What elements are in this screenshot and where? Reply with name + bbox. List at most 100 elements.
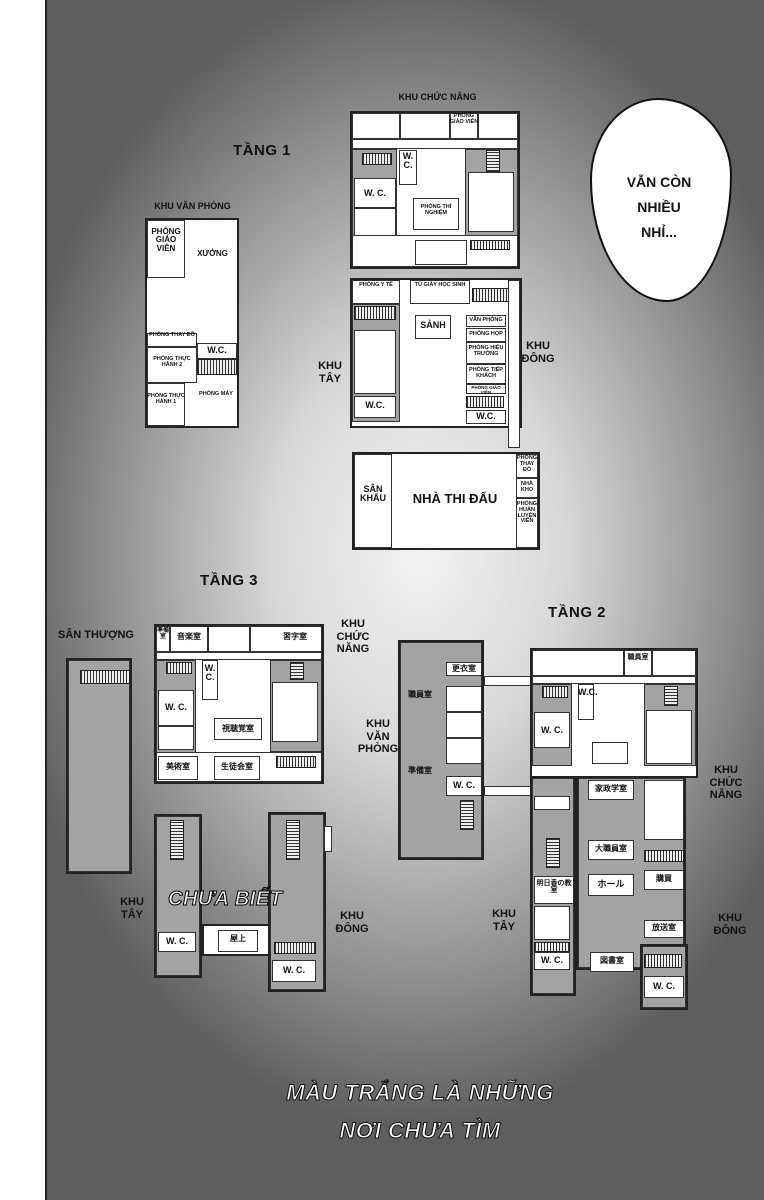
floor3-unknown-label: CHƯA BIẾT xyxy=(167,888,283,911)
floor3-room-n3 xyxy=(272,682,318,742)
floor1-room-thuc-hanh-1 xyxy=(147,383,185,426)
floor3-zone-roof: SÂN THƯỢNG xyxy=(58,629,134,641)
floor1-room-n5 xyxy=(468,172,514,232)
floor1-room-van-phong xyxy=(466,315,506,327)
floor3-room-n2 xyxy=(158,726,194,750)
floor2-room-n4 xyxy=(646,710,692,764)
floor2-room-o2 xyxy=(446,712,482,738)
floor3-east-annex xyxy=(324,826,332,852)
floor3-corridor-north xyxy=(156,652,322,660)
floor1-label-thay-do-office: PHÒNG THAY ĐỒ xyxy=(149,332,195,338)
floor3-label-junbi: 準備室 xyxy=(156,628,169,641)
page-gutter xyxy=(0,0,47,1200)
floor1-label-y-te: PHÒNG Y TẾ xyxy=(359,282,393,288)
floor3-stairs-west xyxy=(170,820,184,860)
floor3-stairs-east xyxy=(286,820,300,860)
floor3-stairs-roof xyxy=(80,670,130,684)
floor2-zone-office: KHU VĂN PHÒNG xyxy=(357,718,399,756)
floor1-label-phong-may: PHÒNG MÁY xyxy=(199,391,233,397)
floor1-label-nha-thi-dau: NHÀ THI ĐẤU xyxy=(412,491,498,506)
floor2-zone-west: KHU TÂY xyxy=(492,908,516,933)
speech-line-1: VẪN CÒN xyxy=(626,174,692,190)
floor3-room-bijutsu xyxy=(158,756,198,780)
floor2-room-o3 xyxy=(446,738,482,764)
floor1-stairs-m1 xyxy=(472,288,510,302)
floor1-connector-east xyxy=(508,280,520,448)
floor1-label-wc-west: W.C. xyxy=(365,400,385,410)
floor2-room-n1 xyxy=(532,650,624,676)
floor1-label-wc-inner: W. C. xyxy=(402,151,414,171)
floor1-label-thay-do-gym: PHÒNG THAY ĐỒ xyxy=(516,455,538,473)
floor3-title: TẦNG 3 xyxy=(200,572,259,589)
floor2-label-wc-west: W. C. xyxy=(541,955,563,965)
floor2-title: TẦNG 2 xyxy=(548,604,607,621)
floor2-stairs-office xyxy=(460,800,474,830)
floor3-label-wc-west: W. C. xyxy=(166,936,188,946)
floor1-label-hieu-truong: PHÒNG HIỆU TRƯỞNG xyxy=(468,345,504,357)
floor1-room-huan-luyen xyxy=(516,498,538,548)
floor1-label-san-khau: SÂN KHẤU xyxy=(360,484,386,504)
floor2-room-wc-east xyxy=(644,976,684,998)
floor2-room-o1 xyxy=(446,686,482,712)
floor2-label-wc-office: W. C. xyxy=(453,780,475,790)
floor1-stairs-n1 xyxy=(362,153,392,165)
floor1-label-xuong: XƯỞNG xyxy=(197,249,228,258)
floor1-label-phong-giao-vien: PHÒNG GIÁO VIÊN xyxy=(151,227,181,253)
floor3-room-shichokaku xyxy=(214,718,262,740)
floor1-room-nha-kho xyxy=(516,478,538,498)
floor1-label-sanh: SẢNH xyxy=(420,320,446,330)
floor2-label-kobai: 購買 xyxy=(656,874,672,883)
floor3-room-seito xyxy=(214,756,260,780)
floor1-room-wc-inner xyxy=(399,150,417,185)
floor1-room-n2 xyxy=(400,113,450,139)
floor1-label-wc-office: W.C. xyxy=(207,345,227,355)
floor3-room-wc-inner xyxy=(202,660,218,700)
floor2-label-wc-east: W. C. xyxy=(653,981,675,991)
floor2-stairs-east xyxy=(644,954,682,968)
floor3-label-ongaku: 音楽室 xyxy=(177,632,201,641)
floor2-label-kasei: 家政学室 xyxy=(595,784,627,793)
floor2-bridge-1 xyxy=(484,676,534,686)
floor2-room-wc-office xyxy=(446,776,482,796)
floor1-stairs-east xyxy=(466,396,504,408)
floor3-room-okujo xyxy=(218,930,258,952)
floor2-label-shokuin: 職員室 xyxy=(408,690,432,699)
floor3-label-shuji: 習字室 xyxy=(283,632,307,641)
floor3-room-junbi xyxy=(156,626,170,652)
speech-bubble xyxy=(590,98,732,302)
caption-line-1: MÀU TRẮNG LÀ NHỮNG xyxy=(286,1080,554,1106)
floor2-room-housou xyxy=(644,920,684,938)
floor2-room-wc-west xyxy=(534,952,570,970)
floor2-stairs-west-2 xyxy=(534,942,570,952)
floor3-room-wc-west xyxy=(158,932,196,952)
floor3-rooftop-floor xyxy=(68,660,130,872)
floor2-label-wc-inner: W.C. xyxy=(578,687,598,697)
floor2-room-n3 xyxy=(592,742,628,764)
floor2-label-dai-shokuin: 大職員室 xyxy=(595,844,627,853)
floor2-room-shokuin-top xyxy=(624,650,652,676)
floor3-room-wc-east xyxy=(272,960,316,982)
floor1-room-phong-giao-vien-top xyxy=(450,113,478,139)
speech-line-2: NHIỀU xyxy=(637,199,681,215)
floor1-room-n6 xyxy=(415,240,467,265)
floor2-stairs-n1 xyxy=(542,686,568,698)
floor1-room-thay-do-office xyxy=(147,333,197,347)
floor1-room-wc-west xyxy=(354,396,396,418)
floor2-label-shokuin-top: 職員室 xyxy=(627,654,649,661)
floor2-room-kasei xyxy=(588,780,634,800)
caption-line-2: NƠI CHƯA TÌM xyxy=(339,1118,501,1144)
floor2-label-toshoshitsu: 図書室 xyxy=(600,956,624,965)
floor3-stairs-n2 xyxy=(290,662,304,680)
floor1-label-tiep-khach: PHÒNG TIẾP KHÁCH xyxy=(469,367,503,379)
floor1-room-n3 xyxy=(478,113,518,139)
floor1-room-tu-giay xyxy=(410,280,470,304)
floor2-room-hall xyxy=(588,874,634,896)
floor1-label-thi-nghiem: PHÒNG THÍ NGHIỆM xyxy=(420,204,452,216)
floor2-room-kobai xyxy=(644,870,684,890)
floor1-zone-west: KHU TÂY xyxy=(318,360,342,385)
floor3-stairs-east-2 xyxy=(274,942,316,954)
floor2-room-w2 xyxy=(534,906,570,940)
floor2-label-hall: ホール xyxy=(597,879,625,889)
floor3-label-seito: 生徒会室 xyxy=(221,762,253,771)
floor2-label-wc-left: W. C. xyxy=(541,725,563,735)
